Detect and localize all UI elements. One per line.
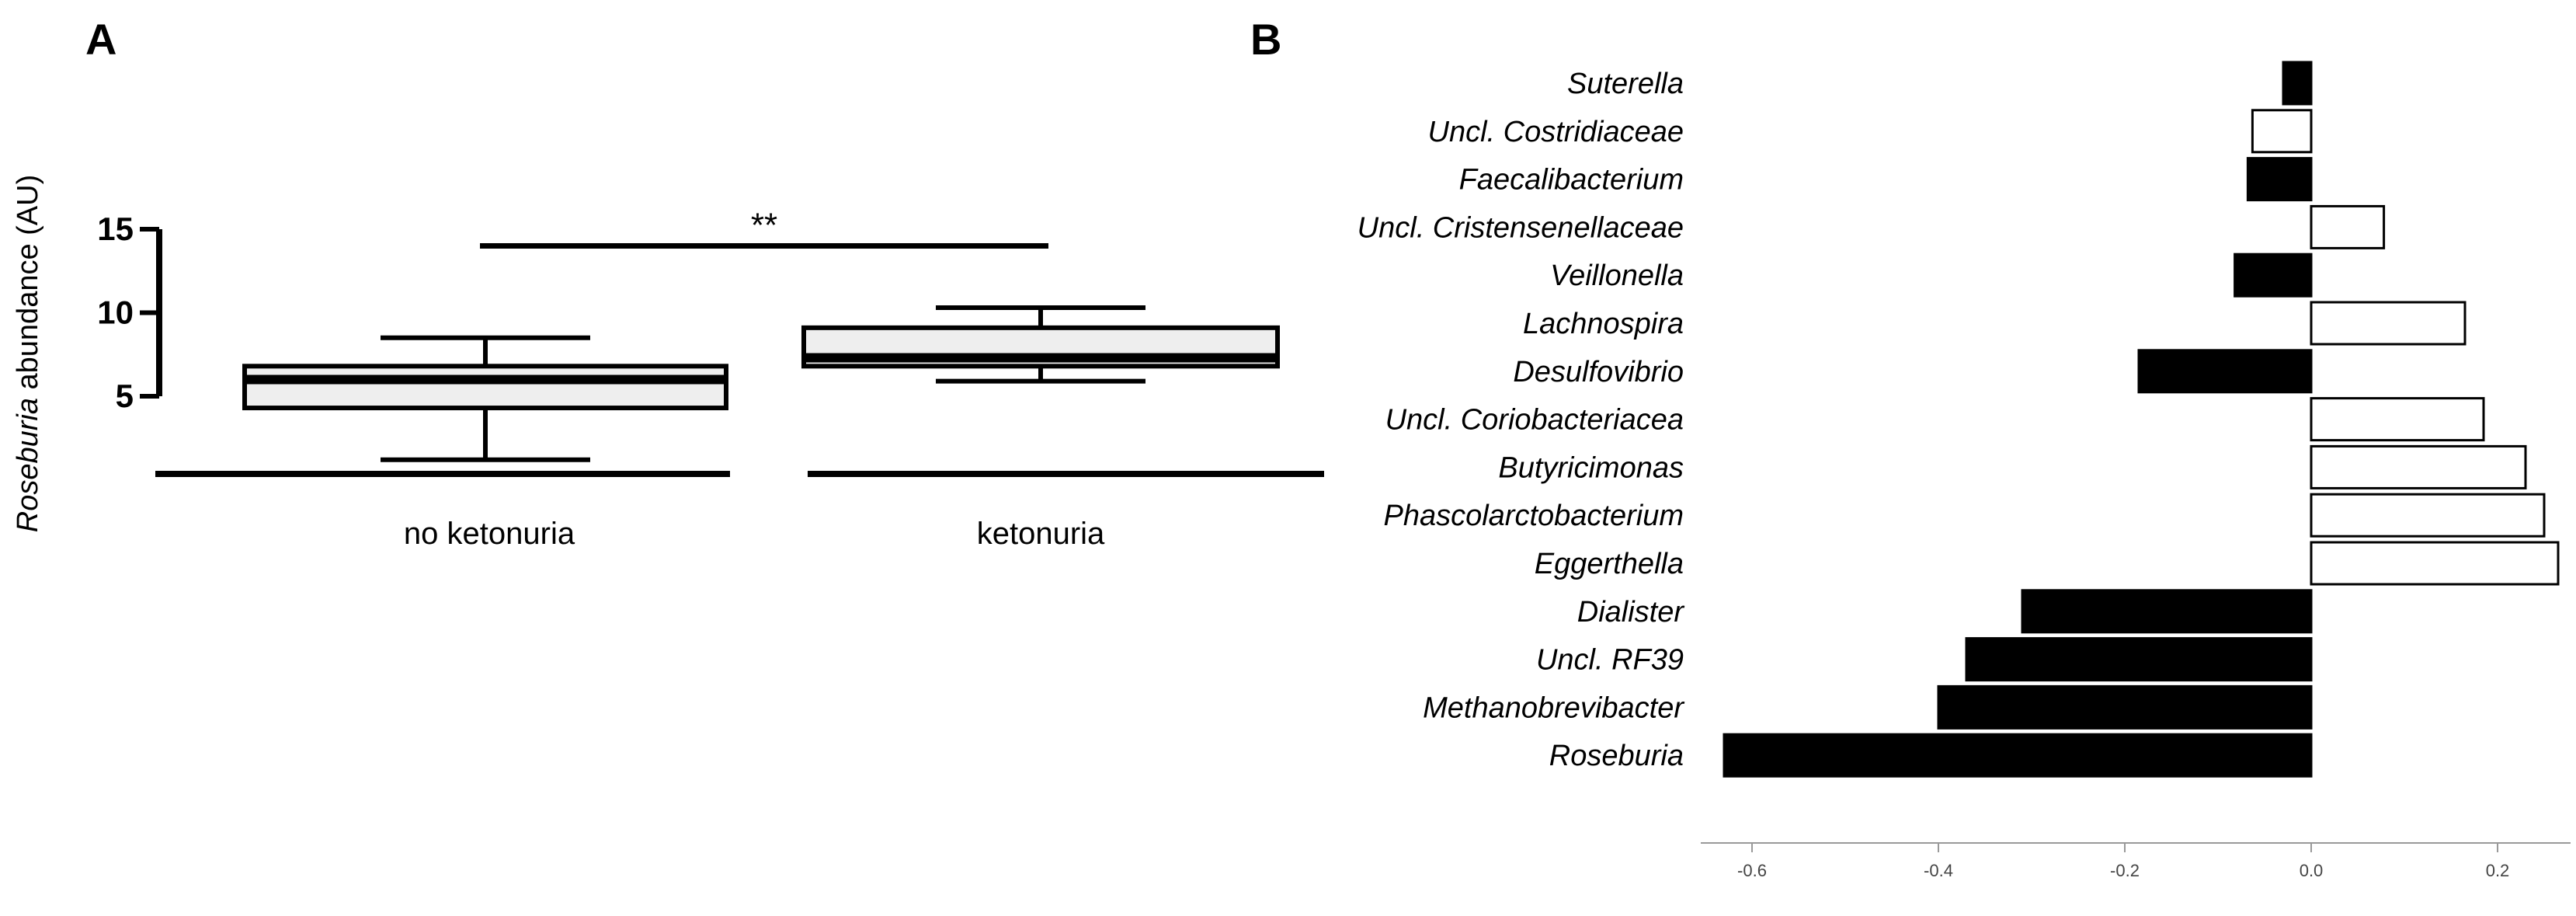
bar-lachnospira xyxy=(2310,301,2466,346)
iqr-box xyxy=(242,364,728,411)
category-label: Uncl. Cristensenellaceae xyxy=(1358,211,1684,244)
y-tick-label: 15 xyxy=(97,211,134,247)
bar-uncl-coriobacteriacea xyxy=(2310,397,2485,442)
category-label: Suterella xyxy=(1567,68,1684,100)
category-label: Veillonella xyxy=(1550,259,1684,292)
bar-roseburia xyxy=(1723,733,2313,778)
y-tick-label: 10 xyxy=(97,294,134,331)
bar-desulfovibrio xyxy=(2137,349,2313,394)
category-label: Dialister xyxy=(1577,596,1685,629)
x-tick-label: -0.6 xyxy=(1737,861,1767,880)
y-tick-label: 5 xyxy=(116,378,134,414)
bar-uncl-costridiaceae xyxy=(2251,109,2313,154)
bar-uncl-rf39 xyxy=(1965,637,2313,682)
y-axis-ticks: 5 10 15 xyxy=(97,211,159,414)
category-label: Desulfovibrio xyxy=(1513,356,1684,388)
boxes xyxy=(242,305,1280,462)
bar-faecalibacterium xyxy=(2246,157,2313,202)
category-label: Phascolarctobacterium xyxy=(1383,500,1684,532)
y-axis-label: Roseburia abundance (AU) xyxy=(12,175,44,533)
bar-suterella xyxy=(2282,61,2313,106)
x-tick-label: 0.2 xyxy=(2486,861,2510,880)
box-plot-panel: 5 10 15 Roseburia abundance (AU) ** no ket… xyxy=(12,175,1324,551)
category-label: Eggerthella xyxy=(1535,548,1684,580)
bar-veillonella xyxy=(2234,253,2313,298)
significance-label: ** xyxy=(751,207,777,245)
category-label: Uncl. RF39 xyxy=(1536,644,1684,677)
category-label-ketonuria: ketonuria xyxy=(977,517,1105,551)
bar-butyricimonas xyxy=(2310,444,2527,489)
category-label: Uncl. Costridiaceae xyxy=(1428,116,1684,148)
box-no-ketonuria xyxy=(242,335,728,462)
x-axis-ticks: -0.6 -0.4 -0.2 0.0 0.2 xyxy=(1737,843,2509,880)
x-tick-label: -0.2 xyxy=(2110,861,2140,880)
bar-phascolarctobacterium xyxy=(2310,493,2546,538)
box-ketonuria xyxy=(801,305,1280,384)
bar-eggerthella xyxy=(2310,541,2560,586)
category-label: Lachnospira xyxy=(1523,308,1684,340)
bar-methanobrevibacter xyxy=(1937,684,2313,730)
x-tick-label: 0.0 xyxy=(2300,861,2324,880)
category-label: Roseburia xyxy=(1549,740,1684,772)
bar-dialister xyxy=(2021,589,2313,634)
panel-a-letter: A xyxy=(85,15,116,64)
bars xyxy=(1723,61,2560,778)
y-axis-label-rest: abundance (AU) xyxy=(12,175,44,398)
category-label: Methanobrevibacter xyxy=(1423,691,1684,724)
x-tick-label: -0.4 xyxy=(1924,861,1953,880)
y-axis-label-italic: Roseburia xyxy=(12,398,44,532)
category-label-no-ketonuria: no ketonuria xyxy=(404,517,575,551)
category-label: Faecalibacterium xyxy=(1459,164,1684,197)
panel-b-letter: B xyxy=(1250,15,1281,64)
category-label: Butyricimonas xyxy=(1498,451,1684,484)
category-label: Uncl. Coriobacteriacea xyxy=(1385,404,1684,437)
bar-uncl-cristensenellaceae xyxy=(2310,204,2386,249)
